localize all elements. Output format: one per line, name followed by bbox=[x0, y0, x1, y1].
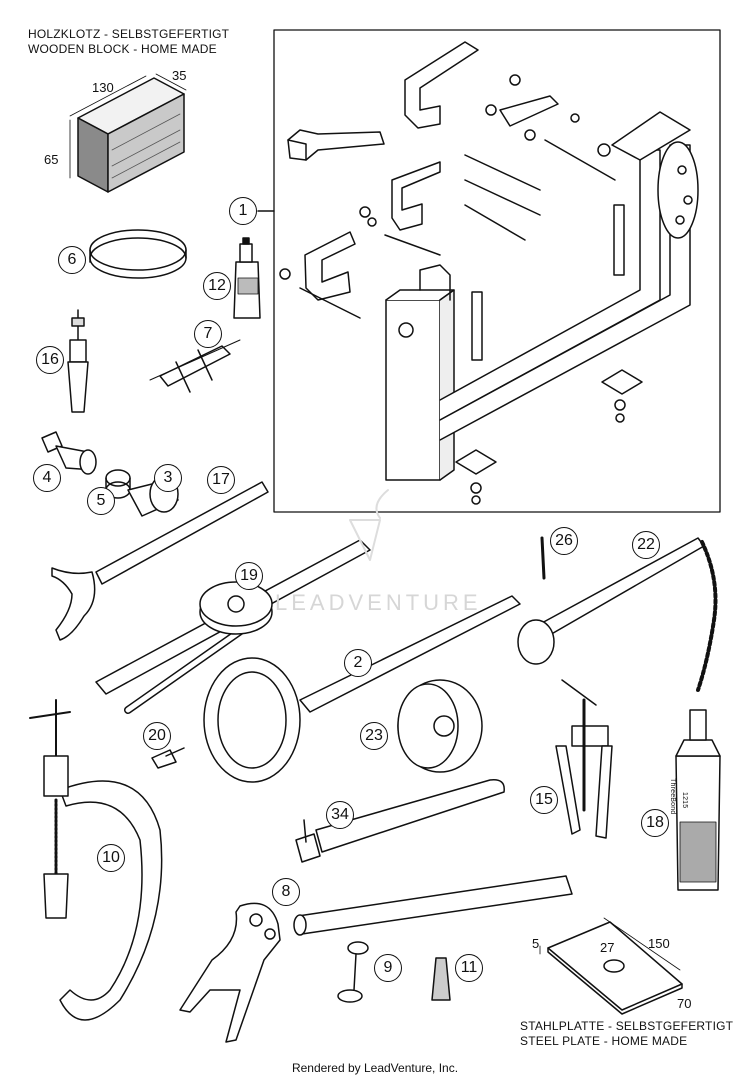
plate-length: 150 bbox=[648, 936, 670, 951]
watermark-logo bbox=[349, 489, 389, 561]
callout-5: 5 bbox=[87, 487, 115, 515]
callout-2: 2 bbox=[344, 649, 372, 677]
callout-11: 11 bbox=[455, 954, 483, 982]
adhesive-bottle bbox=[233, 237, 261, 319]
tool-11 bbox=[431, 957, 451, 1001]
puller-15 bbox=[555, 679, 613, 839]
callout-8: 8 bbox=[272, 878, 300, 906]
plate-hole: 27 bbox=[600, 940, 615, 955]
holder-2 bbox=[203, 595, 521, 783]
sealant-tube bbox=[675, 709, 721, 891]
steel-plate-line-2: STEEL PLATE - HOME MADE bbox=[520, 1034, 688, 1048]
header-line-1: HOLZKLOTZ - SELBSTGEFERTIGT bbox=[28, 27, 230, 41]
callout-23: 23 bbox=[360, 722, 388, 750]
callout-4: 4 bbox=[33, 464, 61, 492]
c-clamp bbox=[29, 699, 163, 1021]
callout-17: 17 bbox=[207, 466, 235, 494]
wheel-23 bbox=[397, 679, 483, 773]
callout-12: 12 bbox=[203, 272, 231, 300]
callout-1: 1 bbox=[229, 197, 257, 225]
callout-34: 34 bbox=[326, 801, 354, 829]
engine-stand bbox=[385, 111, 699, 505]
block-height: 65 bbox=[44, 152, 59, 167]
block-length: 130 bbox=[92, 80, 114, 95]
puller-16 bbox=[67, 309, 89, 413]
plate-width: 70 bbox=[677, 996, 692, 1011]
bolt-set bbox=[95, 539, 371, 714]
bracket-9 bbox=[337, 941, 369, 1003]
callout-6: 6 bbox=[58, 246, 86, 274]
steel-plate-line-1: STAHLPLATTE - SELBSTGEFERTIGT bbox=[520, 1019, 734, 1033]
ring-tool bbox=[89, 229, 187, 279]
callout-22: 22 bbox=[632, 531, 660, 559]
wooden-block bbox=[69, 73, 187, 193]
footer-credit: Rendered by LeadVenture, Inc. bbox=[291, 1061, 459, 1075]
wrench-34 bbox=[295, 779, 505, 863]
callout-16: 16 bbox=[36, 346, 64, 374]
header-line-2: WOODEN BLOCK - HOME MADE bbox=[28, 42, 217, 56]
callout-7: 7 bbox=[194, 320, 222, 348]
fork-tool bbox=[51, 481, 269, 641]
chain-wrench bbox=[517, 537, 718, 692]
brackets-bolts bbox=[279, 41, 616, 319]
callout-26: 26 bbox=[550, 527, 578, 555]
holding-bar bbox=[179, 875, 573, 1043]
pin-26 bbox=[540, 536, 546, 580]
callout-9: 9 bbox=[374, 954, 402, 982]
steel-plate bbox=[539, 917, 683, 1015]
tube-number: 1215 bbox=[681, 792, 688, 809]
watermark-text: LEADVENTURE bbox=[275, 590, 482, 615]
tool-7 bbox=[149, 339, 241, 393]
callout-18: 18 bbox=[641, 809, 669, 837]
block-width: 35 bbox=[172, 68, 187, 83]
callout-20: 20 bbox=[143, 722, 171, 750]
callout-19: 19 bbox=[235, 562, 263, 590]
callout-3: 3 bbox=[154, 464, 182, 492]
plate-thickness: 5 bbox=[532, 936, 540, 951]
kit-frame bbox=[273, 29, 721, 513]
screw-20 bbox=[151, 747, 185, 769]
callout-15: 15 bbox=[530, 786, 558, 814]
callout-10: 10 bbox=[97, 844, 125, 872]
